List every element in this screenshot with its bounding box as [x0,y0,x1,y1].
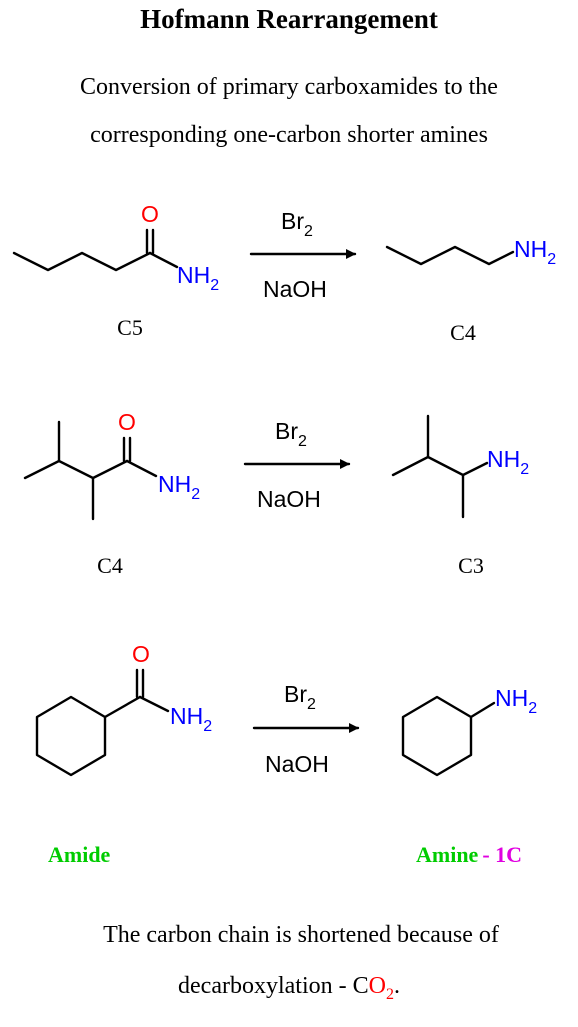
amine-label: Amine [416,842,479,867]
page-title: Hofmann Rearrangement [140,4,438,34]
cyclohexane-ring [35,695,107,777]
subtitle-line-2: corresponding one-carbon shorter amines [90,122,488,148]
oxygen-atom: O [118,409,136,435]
reactant-carbon-count: C5 [117,315,143,340]
reagent-naoh: NaOH [263,276,327,302]
minus-one-carbon-label: - 1C [482,842,523,867]
co2-formula: CO2 [352,973,394,1003]
amine-nh2-group: NH2 [495,685,537,717]
c-n-bond [469,701,496,719]
footer-line-1: The carbon chain is shortened because of [103,922,499,948]
c-n-bond [125,459,158,478]
c-n-bond [461,461,489,477]
amine-nh2-group: NH2 [514,236,556,268]
footer-line-2: decarboxylation - CO2. [178,973,400,1003]
amide-nh2-group: NH2 [177,262,219,294]
reagent-naoh: NaOH [265,751,329,777]
amide-nh2-group: NH2 [170,703,212,735]
amine-nh2-group: NH2 [487,446,529,478]
amide-label: Amide [48,842,111,867]
pentanamide-chain [12,251,152,272]
reagent-bromine: Br2 [284,681,316,713]
dimethylbutanamide-chain [23,459,129,480]
oxygen-atom: O [141,201,159,227]
product-carbon-count: C3 [458,553,484,578]
butylamine-chain [385,245,515,266]
amide-nh2-group: NH2 [158,471,200,503]
c-n-bond [148,251,179,269]
subtitle-line-1: Conversion of primary carboxamides to th… [80,74,498,100]
reagent-bromine: Br2 [275,418,307,450]
product-carbon-count: C4 [450,320,476,345]
c-n-bond [138,695,170,713]
reagent-bromine: Br2 [281,208,313,240]
reactant-carbon-count: C4 [97,553,123,578]
cyclohexane-ring [401,695,473,777]
reagent-naoh: NaOH [257,486,321,512]
oxygen-atom: O [132,641,150,667]
amine-minus-label: Amine - 1C [416,842,522,868]
footer-decarboxylation-text: decarboxylation - [178,973,353,999]
methylbutanamine-chain [391,455,465,519]
ring-to-carbonyl-bond [103,695,142,719]
